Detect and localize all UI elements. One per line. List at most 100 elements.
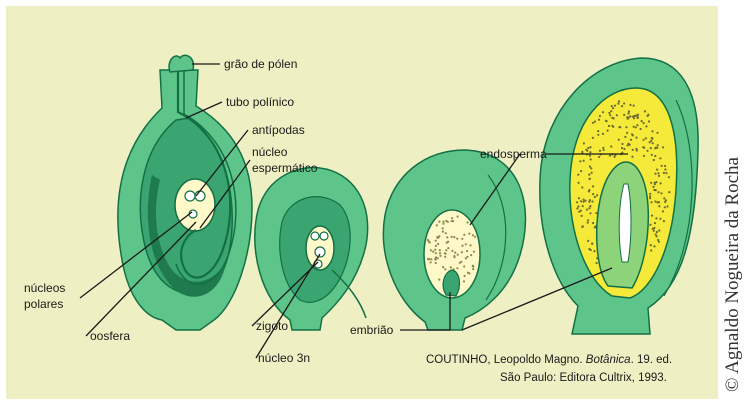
endosperm-dot — [576, 201, 578, 203]
endosperm-dot — [643, 139, 645, 141]
endosperm-dot — [580, 200, 582, 202]
endosperm-dot — [609, 114, 611, 116]
endosperm-dot — [435, 259, 437, 261]
ovule-2-antipodal-cell — [311, 232, 319, 240]
endosperm-dot — [596, 262, 598, 264]
endosperm-dot — [614, 105, 616, 107]
endosperm-dot — [464, 275, 466, 277]
endosperm-dot — [445, 253, 447, 255]
endosperm-dot — [427, 239, 429, 241]
endosperm-dot — [581, 226, 583, 228]
endosperm-dot — [446, 236, 448, 238]
label-endosperm: endosperma — [480, 147, 547, 161]
endosperm-dot — [617, 103, 619, 105]
endosperm-dot — [438, 221, 440, 223]
endosperm-dot — [444, 256, 446, 258]
endosperm-dot — [657, 191, 659, 193]
endosperm-dot — [445, 232, 447, 234]
endosperm-dot — [463, 280, 465, 282]
endosperm-dot — [619, 126, 621, 128]
endosperm-dot — [468, 233, 470, 235]
endosperm-dot — [587, 222, 589, 224]
endosperm-dot — [469, 244, 471, 246]
endosperm-dot — [635, 126, 637, 128]
endosperm-dot — [594, 196, 596, 198]
endosperm-dot — [656, 147, 658, 149]
endosperm-dot — [451, 217, 453, 219]
endosperm-dot — [589, 165, 591, 167]
endosperm-dot — [594, 226, 596, 228]
endosperm-dot — [590, 249, 592, 251]
photo-credit: © Agnaldo Nogueira da Rocha — [722, 157, 744, 392]
endosperm-dot — [653, 189, 655, 191]
endosperm-dot — [590, 167, 592, 169]
endosperm-dot — [653, 230, 655, 232]
label-nucleus-3n: núcleo 3n — [258, 351, 310, 365]
endosperm-dot — [626, 132, 628, 134]
endosperm-dot — [618, 139, 620, 141]
endosperm-dot — [627, 112, 629, 114]
endosperm-dot — [668, 191, 670, 193]
endosperm-dot — [434, 249, 436, 251]
endosperm-dot — [650, 249, 652, 251]
label-polar-nuclei-line2: polares — [24, 297, 63, 311]
endosperm-dot — [586, 209, 588, 211]
endosperm-dot — [463, 234, 465, 236]
endosperm-dot — [658, 205, 660, 207]
endosperm-dot — [466, 250, 468, 252]
seed-3-embryo — [443, 270, 459, 296]
endosperm-dot — [612, 107, 614, 109]
endosperm-dot — [465, 243, 467, 245]
endosperm-dot — [602, 133, 604, 135]
endosperm-dot — [623, 148, 625, 150]
ovule-zygote-stage — [255, 167, 368, 330]
ovule-2-antipodal-cell — [320, 232, 328, 240]
endosperm-dot — [436, 224, 438, 226]
endosperm-dot — [608, 125, 610, 127]
endosperm-dot — [461, 238, 463, 240]
endosperm-dot — [581, 151, 583, 153]
endosperm-dot — [625, 126, 627, 128]
endosperm-dot — [656, 169, 658, 171]
citation-title: Botânica — [586, 354, 631, 366]
endosperm-dot — [430, 249, 432, 251]
endosperm-dot — [629, 115, 631, 117]
endosperm-dot — [632, 149, 634, 151]
endosperm-dot — [583, 199, 585, 201]
endosperm-dot — [592, 137, 594, 139]
endosperm-dot — [442, 227, 444, 229]
endosperm-dot — [633, 115, 635, 117]
endosperm-dot — [659, 218, 661, 220]
label-pollen-tube: tubo polínico — [226, 95, 294, 109]
label-sperm-nucleus-line1: núcleo — [252, 145, 288, 159]
endosperm-dot — [461, 251, 463, 253]
endosperm-dot — [463, 265, 465, 267]
endosperm-dot — [592, 193, 594, 195]
endosperm-dot — [653, 245, 655, 247]
endosperm-dot — [636, 149, 638, 151]
endosperm-dot — [467, 221, 469, 223]
endosperm-dot — [652, 142, 654, 144]
endosperm-dot — [435, 252, 437, 254]
endosperm-dot — [472, 265, 474, 267]
endosperm-dot — [650, 182, 652, 184]
endosperm-dot — [579, 160, 581, 162]
endosperm-dot — [439, 255, 441, 257]
endosperm-dot — [442, 266, 444, 268]
endosperm-dot — [623, 102, 625, 104]
endosperm-dot — [661, 165, 663, 167]
endosperm-dot — [651, 154, 653, 156]
endosperm-dot — [654, 155, 656, 157]
endosperm-dot — [624, 136, 626, 138]
endosperm-dot — [653, 227, 655, 229]
endosperm-dot — [665, 172, 667, 174]
endosperm-dot — [427, 258, 429, 260]
endosperm-dot — [633, 105, 635, 107]
endosperm-dot — [598, 156, 600, 158]
endosperm-dot — [656, 132, 658, 134]
endosperm-dot — [633, 126, 635, 128]
endosperm-dot — [583, 142, 585, 144]
endosperm-dot — [590, 158, 592, 160]
endosperm-dot — [592, 185, 594, 187]
